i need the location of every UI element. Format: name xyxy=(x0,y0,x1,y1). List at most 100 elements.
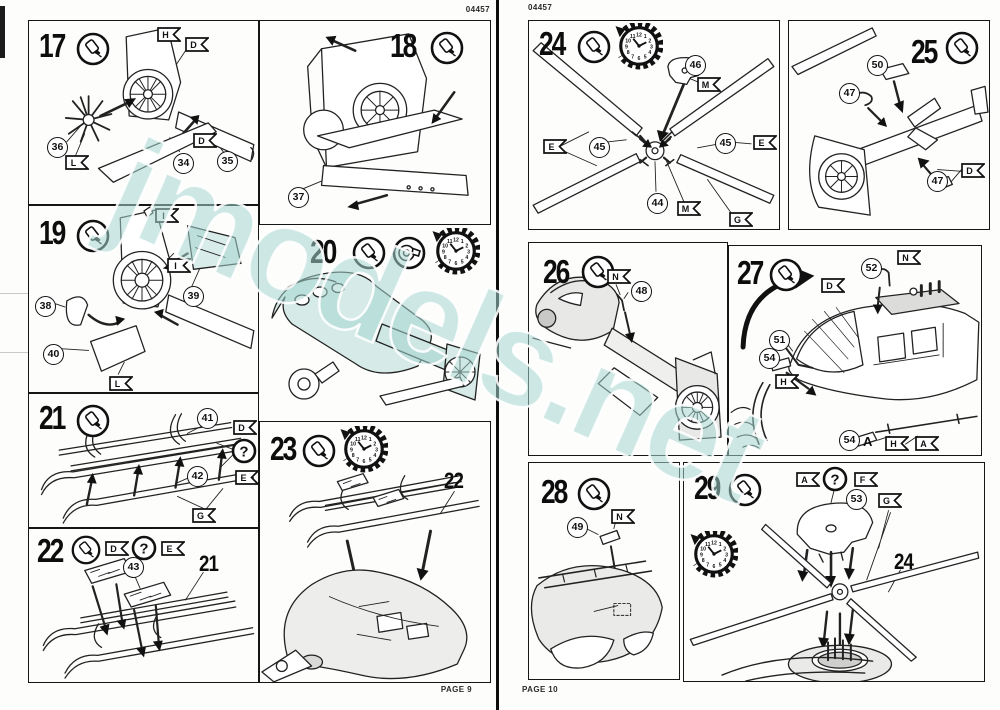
step-25-panel: 25 D 50 47 47 xyxy=(788,20,990,230)
glue-icon xyxy=(728,473,762,507)
assembly-flag-icon: N xyxy=(607,269,631,284)
assembly-flag-icon: E xyxy=(543,139,567,154)
step-number: 22 xyxy=(37,532,64,569)
svg-text:I: I xyxy=(162,211,165,221)
part-callout: 35 xyxy=(217,151,238,172)
kit-number-right: 04457 xyxy=(528,3,553,12)
step-18-illustration xyxy=(301,33,469,211)
assembly-flag-icon: D xyxy=(821,278,845,293)
drying-time-clock-icon xyxy=(340,426,388,473)
step-19-panel: 19 I I L 38 39 40 xyxy=(28,205,259,393)
part-callout: 52 xyxy=(861,258,882,279)
step-17-illustration xyxy=(64,27,255,183)
step-29-panel: 29 A ? F G 53 24 xyxy=(683,462,985,682)
assembly-flag-icon: I xyxy=(167,258,191,273)
part-callout: 49 xyxy=(567,517,588,538)
part-callout: 39 xyxy=(183,286,204,307)
kit-number-left: 04457 xyxy=(465,5,490,14)
part-callout: 38 xyxy=(35,296,56,317)
step-29-illustration xyxy=(689,486,980,681)
drying-time-clock-icon xyxy=(615,23,663,70)
part-callout: 54 xyxy=(759,348,780,369)
step-20-area: 20 xyxy=(262,228,490,418)
assembly-flag-icon: D xyxy=(105,541,129,556)
svg-text:D: D xyxy=(238,423,245,433)
subassembly-ref-label: 22 xyxy=(444,468,464,493)
assembly-flag-icon: G xyxy=(878,493,902,508)
step-17-panel: 17 H D L D 36 34 35 xyxy=(28,20,259,205)
part-callout: 34 xyxy=(173,153,194,174)
part-callout: 47 xyxy=(839,83,860,104)
step-26-panel: 26 N 48 xyxy=(528,242,728,456)
glue-icon xyxy=(769,258,803,292)
assembly-flag-icon: G xyxy=(192,508,216,523)
assembly-flag-icon: D xyxy=(185,37,209,52)
step-22-panel: 22 D ? E 43 21 xyxy=(28,528,259,683)
assembly-flag-icon: M xyxy=(677,201,701,216)
svg-text:D: D xyxy=(826,281,833,291)
svg-text:F: F xyxy=(860,475,866,485)
assembly-flag-icon: E xyxy=(753,135,777,150)
page-footer-right: PAGE 10 xyxy=(522,685,558,694)
svg-text:E: E xyxy=(166,544,172,554)
assembly-flag-icon: L xyxy=(65,155,89,170)
glue-icon xyxy=(577,477,611,511)
svg-text:I: I xyxy=(174,261,177,271)
step-number: 26 xyxy=(543,253,570,290)
svg-text:E: E xyxy=(758,138,764,148)
assembly-flag-icon: I xyxy=(155,208,179,223)
check-question-icon: ? xyxy=(131,535,157,561)
svg-text:?: ? xyxy=(239,444,248,461)
part-callout: 44 xyxy=(647,193,668,214)
check-question-icon: ? xyxy=(822,466,848,492)
part-callout: 41 xyxy=(197,408,218,429)
step-23-panel: 23 22 xyxy=(259,421,491,683)
svg-text:D: D xyxy=(190,40,197,50)
svg-text:E: E xyxy=(548,142,554,152)
part-callout: 45 xyxy=(589,137,610,158)
step-18-panel: 18 37 xyxy=(259,20,491,225)
glue-icon xyxy=(945,31,979,65)
assembly-flag-icon: H xyxy=(157,27,181,42)
step-number: 23 xyxy=(270,430,297,467)
svg-text:M: M xyxy=(702,80,710,90)
assembly-flag-icon: L xyxy=(109,376,133,391)
subassembly-ref-label: 24 xyxy=(894,549,914,574)
step-number: 21 xyxy=(39,399,66,436)
svg-text:N: N xyxy=(902,253,909,263)
assembly-flag-icon: E xyxy=(161,541,185,556)
part-callout: 50 xyxy=(867,55,888,76)
part-callout: 45 xyxy=(715,133,736,154)
part-callout: 53 xyxy=(846,489,867,510)
assembly-flag-icon: F xyxy=(854,472,878,487)
step-27-panel: 27 N D H H A 52 51 54 54 A xyxy=(728,245,982,456)
step-25-illustration xyxy=(791,27,989,216)
assembly-flag-icon: M xyxy=(697,77,721,92)
step-23-illustration xyxy=(261,473,480,682)
part-callout: 51 xyxy=(769,330,790,351)
assembly-flag-icon: H xyxy=(775,374,799,389)
assembly-flag-icon: A xyxy=(915,436,939,451)
step-24-illustration xyxy=(532,42,775,214)
svg-text:G: G xyxy=(883,496,890,506)
glue-icon xyxy=(352,236,386,270)
drying-time-clock-icon xyxy=(432,228,480,275)
scan-artifact xyxy=(0,6,5,58)
glue-icon xyxy=(76,219,110,253)
assembly-flag-icon: D xyxy=(233,420,257,435)
glue-icon xyxy=(76,404,110,438)
svg-text:G: G xyxy=(734,215,741,225)
svg-text:A: A xyxy=(801,475,808,485)
step-21-illustration xyxy=(40,413,254,524)
step-number: 20 xyxy=(310,233,337,270)
svg-text:A: A xyxy=(920,439,927,449)
step-20-illustration xyxy=(271,271,481,406)
svg-text:?: ? xyxy=(830,472,839,489)
subassembly-ref-label: 21 xyxy=(199,551,219,576)
step-number: 17 xyxy=(39,27,66,64)
page-footer-left: PAGE 9 xyxy=(440,685,472,694)
step-22-illustration xyxy=(42,557,255,679)
svg-text:?: ? xyxy=(139,541,148,558)
drying-time-clock-icon xyxy=(690,531,738,578)
